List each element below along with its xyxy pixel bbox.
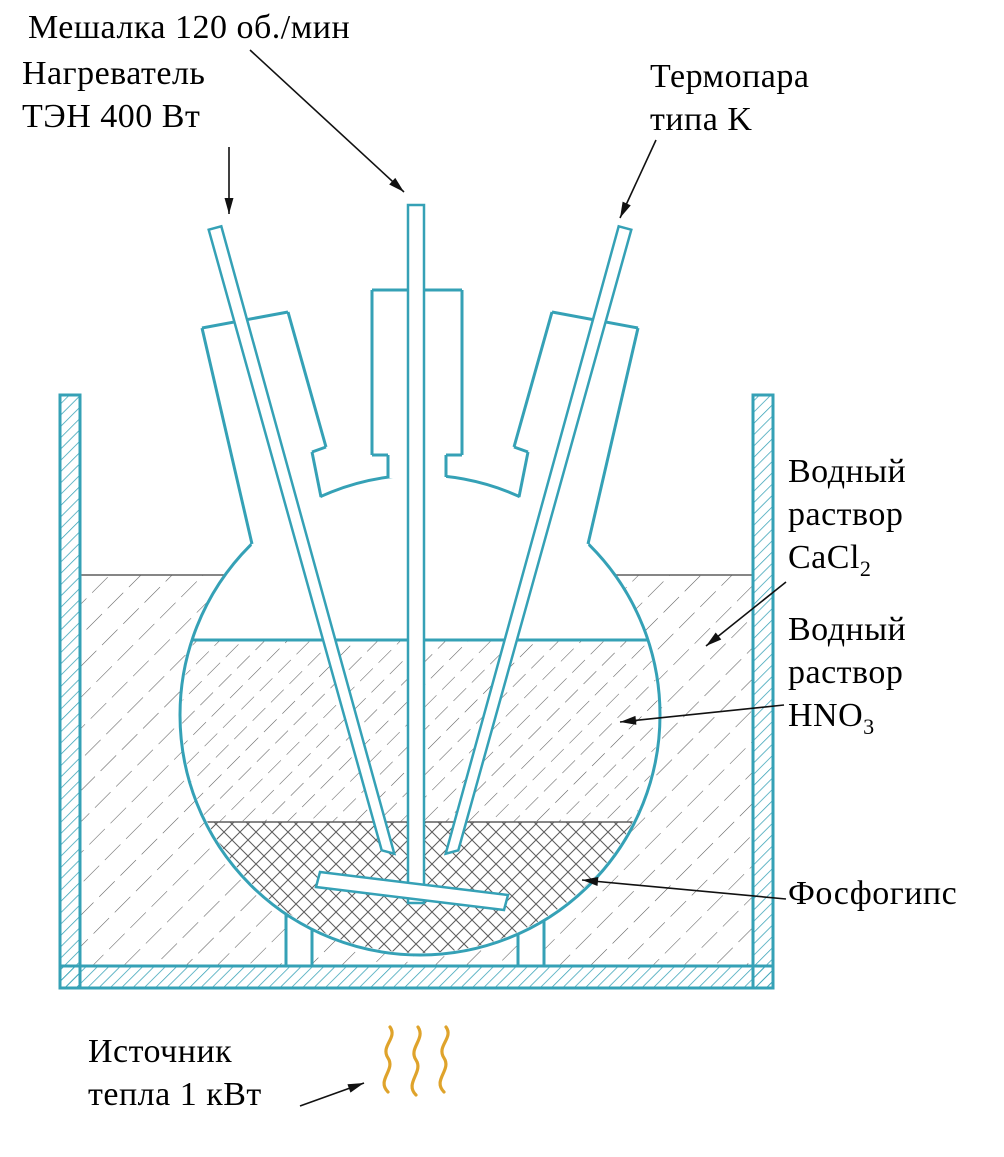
bath-wall-right (751, 393, 775, 990)
stirrer-leader-line (249, 49, 405, 193)
thermocouple-leader-line (619, 139, 657, 219)
hno3-label-line2: раствор (788, 654, 904, 692)
stirrer-blade (314, 870, 510, 912)
heater-label: Нагреватель ТЭН 400 Вт (22, 52, 205, 138)
phosphogypsum-label: Фосфогипс (788, 872, 957, 915)
thermocouple-rod (443, 224, 633, 856)
stirrer-label: Мешалка 120 об./мин (28, 6, 350, 49)
bath-vessel (58, 393, 775, 990)
thermocouple-label-line1: Термопара (650, 58, 810, 95)
stirrer-label-text: Мешалка 120 об./мин (28, 9, 351, 46)
cacl2-leader-line (705, 581, 787, 647)
heater-label-line2: ТЭН 400 Вт (22, 98, 201, 136)
thermocouple-label: Термопара типа K (650, 55, 809, 141)
phosphogypsum-label-text: Фосфогипс (788, 875, 958, 912)
heat-source-label: Источник тепла 1 кВт (88, 1030, 262, 1116)
heat-source-label-line1: Источник (88, 1033, 233, 1070)
cacl2-label: Водный раствор CaCl2 (788, 450, 906, 583)
thermocouple-label-line2: типа K (650, 101, 753, 139)
bath-wall-left (58, 393, 82, 990)
left-neck (200, 310, 328, 545)
heater-rod (207, 224, 397, 856)
heat-source-leader-line (299, 1082, 365, 1107)
heat-source-label-line2: тепла 1 кВт (88, 1076, 262, 1114)
heater-label-line1: Нагреватель (22, 55, 206, 92)
bath-wall-bottom (58, 964, 775, 990)
phosphogypsum-leader-line (581, 877, 787, 900)
hno3-label-line1: Водный (788, 611, 907, 648)
flame-icon (382, 1025, 450, 1097)
cacl2-label-line2: раствор (788, 496, 904, 534)
cacl2-label-formula: CaCl2 (788, 539, 872, 582)
hno3-label-formula: HNO3 (788, 697, 875, 740)
hno3-label: Водный раствор HNO3 (788, 608, 906, 741)
hno3-leader-line (619, 704, 785, 725)
stirrer-shaft (406, 203, 426, 905)
center-neck (370, 288, 464, 478)
cacl2-label-line1: Водный (788, 453, 907, 490)
